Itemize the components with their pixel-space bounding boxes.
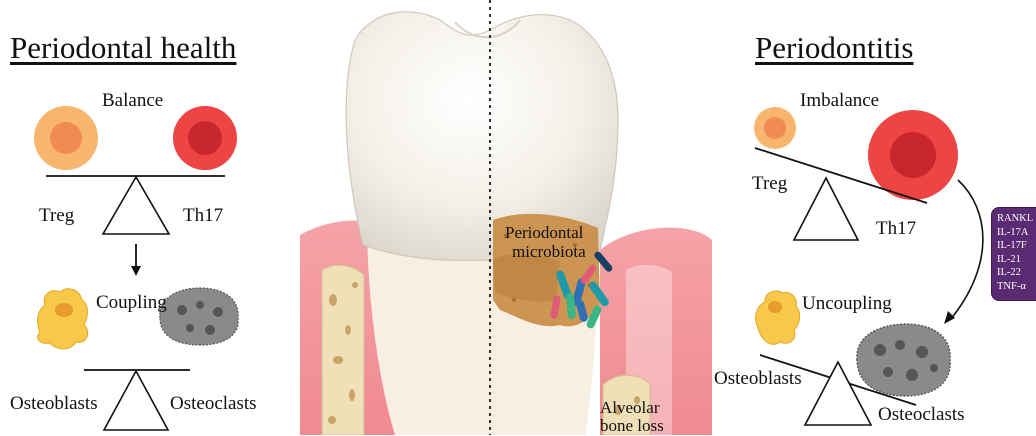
cytokine-item: IL-22 [992, 266, 1036, 280]
curved-arrow [944, 180, 983, 324]
tooth-illustration [300, 0, 712, 435]
down-arrow [131, 244, 141, 276]
osteoblasts-label-right: Osteoblasts [714, 368, 802, 390]
cytokine-item: IL-17A [992, 226, 1036, 240]
bone-loss-label-line1: Alveolar [600, 398, 659, 418]
microbiota-label-line1: Periodontal [505, 223, 583, 243]
osteoclast-cell-left [160, 288, 238, 345]
coupling-label: Coupling [96, 292, 167, 314]
osteoclasts-label-right: Osteoclasts [878, 404, 965, 426]
imbalance-label: Imbalance [800, 90, 879, 112]
left-panel-title: Periodontal health [10, 30, 236, 66]
balance-label: Balance [102, 90, 163, 112]
osteoblasts-label-left: Osteoblasts [10, 393, 98, 415]
osteoblast-cell-right [756, 291, 800, 344]
osteoblast-cell-left [38, 289, 88, 349]
cytokine-item: IL-17F [992, 239, 1036, 253]
th17-label-right: Th17 [876, 218, 916, 240]
treg-label-right: Treg [752, 173, 787, 195]
osteoclasts-label-left: Osteoclasts [170, 393, 257, 415]
cytokine-item: IL-21 [992, 253, 1036, 267]
th17-label-left: Th17 [183, 205, 223, 227]
right-panel-title: Periodontitis [755, 30, 913, 66]
cytokine-item: TNF-α [992, 280, 1036, 294]
bone-loss-label-line2: bone loss [600, 416, 664, 436]
uncoupling-label: Uncoupling [802, 293, 892, 315]
microbiota-label-line2: microbiota [512, 242, 586, 262]
cytokine-item: RANKL [992, 212, 1036, 226]
osteoclast-cell-right [857, 324, 950, 396]
cytokine-box: RANKL IL-17A IL-17F IL-21 IL-22 TNF-α [991, 207, 1036, 301]
treg-label-left: Treg [39, 205, 74, 227]
